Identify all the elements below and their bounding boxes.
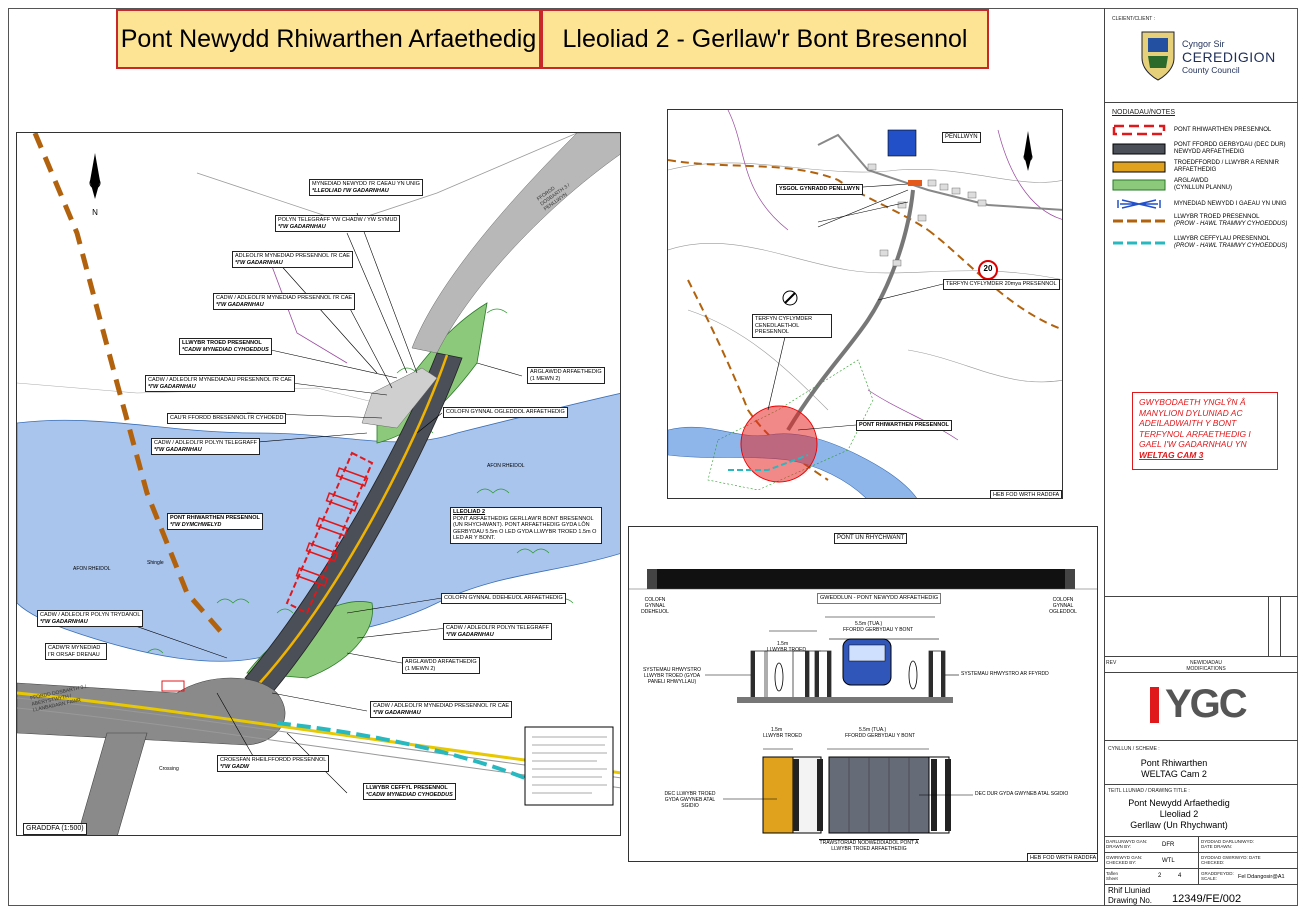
ceredigion-crest-icon	[1141, 31, 1175, 81]
location-map-drawing	[668, 110, 1062, 498]
legend-embankment: ARGLAWDD(CYNLLUN PLANNU)	[1112, 178, 1304, 192]
label-south-abutment: COLOFN GYNNAL DDEHEUOL ARFAETHEDIG	[441, 593, 566, 604]
river-label-2: AFON RHEIDOL	[73, 566, 111, 572]
section-title: PONT UN RHYCHWANT	[834, 533, 908, 544]
label-electric-pole: CADW / ADLEOLI'R POLYN TRYDANOL*I'W GADA…	[37, 610, 144, 627]
label-village: PENLLWYN	[942, 132, 981, 143]
footway-label: LLWYBR TROED	[767, 647, 806, 653]
label-existing-bridge: PONT RHIWARTHEN PRESENNOL*I'W DYMCHWELYD	[167, 513, 263, 530]
scheme-name: Pont Rhiwarthen WELTAG Cam 2	[1140, 758, 1208, 779]
svg-text:N: N	[92, 208, 98, 217]
plan-footway-label: LLWYBR TROED	[763, 733, 802, 739]
label-relocate-access: ADLEOLI'R MYNEDIAD PRESENNOL I'R CAE*I'W…	[232, 251, 353, 268]
sheet-label: Taflen Sheet	[1106, 871, 1119, 881]
north-column-label: COLOFN GYNNAL OGLEDDOL	[1049, 597, 1077, 615]
legend-bridleway: LLWYBR CEFFYLAU PRESENNOL(PROW - HAWL TR…	[1113, 236, 1288, 249]
notes-label: NODIADAU/NOTES	[1112, 109, 1176, 116]
design-warning-box: GWYBODAETH YNGLŶN Â MANYLION DYLUNIAD AC…	[1132, 392, 1278, 470]
title-right: Lleoliad 2 - Gerllaw'r Bont Bresennol	[541, 9, 989, 69]
checked-by-label: GWIRIWYD GAN: CHECKED BY:	[1106, 855, 1143, 865]
location-map: PENLLWYN YSGOL GYNRADD PENLLWYN TERFYN C…	[667, 109, 1063, 499]
label-keep-relocate-access: CADW / ADLEOLI'R MYNEDIAD PRESENNOL I'R …	[213, 293, 356, 310]
speed-sign: 20	[983, 264, 993, 273]
date-checked-label: DYDDIAD GWIRIWYD: DATE CHECKED:	[1201, 855, 1261, 865]
drawing-number-label: Rhif Lluniad Drawing No.	[1108, 886, 1153, 905]
label-no-scale-location: HEB FOD WRTH RADDFA	[990, 490, 1062, 498]
scale-label-tb: GRADDFEYDD: SCALE:	[1201, 871, 1234, 881]
drawn-by-label: DARLUNWYD GAN: DRAWN BY:	[1106, 839, 1148, 849]
south-column-label: COLOFN GYNNAL DDEHEUOL	[641, 597, 669, 615]
council-name: Cyngor Sir CEREDIGION County Council	[1182, 39, 1276, 75]
legend-new-bridge: PONT FFORDD GERBYDAU (DEC DUR) NEWYDD AR…	[1112, 142, 1304, 156]
scale-value-tb: Fel Ddangosir@A1	[1238, 874, 1285, 880]
section-detail: PONT UN RHYCHWANT COLOFN GYNNAL DDEHEUOL…	[628, 526, 1098, 862]
drawn-by-value: DFR	[1162, 842, 1175, 848]
label-telegraph-pole-2: CADW / ADLEOLI'R POLYN TELEGRAFF*I'W GAD…	[151, 438, 260, 455]
plan-footway-width: 1.5m	[771, 727, 783, 733]
drawing-title: Pont Newydd Arfaethedig Lleoliad 2 Gerll…	[1128, 798, 1230, 830]
left-system-label: SYSTEMAU RHWYSTRO LLWYBR TROED (GYDA PAN…	[642, 667, 702, 685]
scheme-label: CYNLLUN / SCHEME :	[1108, 746, 1160, 752]
legend-footpath: LLWYBR TROED PRESENNOL(PROW - HAWL TRAMW…	[1113, 214, 1288, 227]
carriageway-label: FFORDD GERBYDAU Y BONT	[843, 627, 914, 633]
site-plan-drawing: N	[17, 133, 620, 835]
elevation-label: GWEDDLUN - PONT NEWYDD ARFAETHEDIG	[817, 593, 942, 604]
rev-label: REV	[1106, 660, 1117, 666]
checked-by-value: WTL	[1162, 858, 1175, 864]
sheet-border	[8, 8, 1298, 906]
label-national-speed: TERFYN CYFLYMDER CENEDLAETHOL PRESENNOL	[752, 314, 832, 338]
label-existing-footpath: LLWYBR TROED PRESENNOL*CADW MYNEDIAD CYH…	[179, 338, 272, 355]
river-label-1: AFON RHEIDOL	[487, 463, 525, 469]
section-detail-drawing	[629, 569, 1097, 834]
label-close-road: CAU'R FFORDD BRESENNOL I'R CYHOEDD	[167, 413, 287, 424]
deck-footway-label: DEC LLWYBR TROED GYDA GWYNEB ATAL SGIDIO	[664, 791, 716, 809]
sheet-value: 2	[1158, 873, 1162, 879]
label-speed-limit-20: TERFYN CYFLYMDER 20mya PRESENNOL	[943, 279, 1060, 290]
right-system-label: SYSTEMAU RHWYSTRO AR FFYRDD	[961, 671, 1049, 677]
legend-footway: TROEDFFORDD / LLWYBR A RENNIR ARFAETHEDI…	[1112, 160, 1304, 174]
label-north-abutment: COLOFN GYNNAL OGLEDDOL ARFAETHEDIG	[443, 407, 568, 418]
label-field-accesses: CADW / ADLEOLI'R MYNEDIADAU PRESENNOL I'…	[145, 375, 295, 392]
label-embankment-north: ARGLAWDD ARFAETHEDIG(1 MEWN 2)	[527, 367, 605, 384]
deck-steel-label: DEC DUR GYDA GWYNEB ATAL SGIDIO	[975, 791, 1069, 797]
plan-title: TRAWSTORIAD NODWEDDIADOL PONT A LLWYBR T…	[819, 839, 919, 852]
label-embankment-south: ARGLAWDD ARFAETHEDIG(1 MEWN 2)	[402, 657, 480, 674]
label-field-access-south: CADW / ADLEOLI'R MYNEDIAD PRESENNOL I'R …	[370, 701, 513, 718]
date-drawn-label: DYDDIAD DARLUNIWYD: DATE DRAWN:	[1201, 839, 1255, 849]
label-telegraph-pole: POLYN TELEGRAFF YW CHADW / YW SYMUD*I'W …	[275, 215, 401, 232]
label-bridleway: LLWYBR CEFFYL PRESENNOL*CADW MYNEDIAD CY…	[363, 783, 456, 800]
shingle-label: Shingle	[147, 560, 164, 566]
legend-new-access: MYNEDIAD NEWYDD I GAEAU YN UNIG	[1112, 198, 1304, 210]
title-left: Pont Newydd Rhiwarthen Arfaethedig	[116, 9, 541, 69]
label-telegraph-pole-3: CADW / ADLEOLI'R POLYN TELEGRAFF*I'W GAD…	[443, 623, 552, 640]
drawing-title-label: TEITL LLUNIAD / DRAWING TITLE :	[1108, 788, 1190, 794]
label-school: YSGOL GYNRADD PENLLWYN	[776, 184, 863, 195]
plan-carriage-label: FFORDD GERBYDAU Y BONT	[845, 733, 916, 739]
label-bridge-location: PONT RHIWARTHEN PRESENNOL	[856, 420, 952, 431]
titleblock-border	[1104, 8, 1105, 906]
footway-width-label: 1.5m	[777, 641, 789, 647]
ygc-logo: YGC	[1150, 682, 1248, 727]
scale-label: GRADDFA (1:500)	[23, 823, 87, 835]
plan-carriage-width: 5.5m (TUA.)	[859, 727, 887, 733]
label-station-access: CADW'R MYNEDIAD I'R ORSAF DRENAU	[45, 643, 107, 660]
legend-existing-bridge: PONT RHIWARTHEN PRESENNOL	[1112, 124, 1304, 136]
main-site-plan: N MYNED	[16, 132, 621, 836]
sheet-of-value: 4	[1178, 873, 1182, 879]
crossing-label: Crossing	[159, 766, 179, 772]
client-label: CLEIENT/CLIENT :	[1112, 16, 1155, 22]
label-new-access: MYNEDIAD NEWYDD I'R CAEAU YN UNIG*LLEOLI…	[309, 179, 423, 196]
modifications-label: NEWIDIADAU MODIFICATIONS	[1186, 660, 1226, 672]
label-no-scale-section: HEB FOD WRTH RADDFA	[1027, 853, 1097, 861]
label-rail-crossing: CROESFAN RHEILFFORDD PRESENNOL*I'W GADW	[217, 755, 330, 772]
drawing-number: 12349/FE/002	[1172, 893, 1242, 905]
carriageway-width-label: 5.5m (TUA.)	[855, 621, 883, 627]
